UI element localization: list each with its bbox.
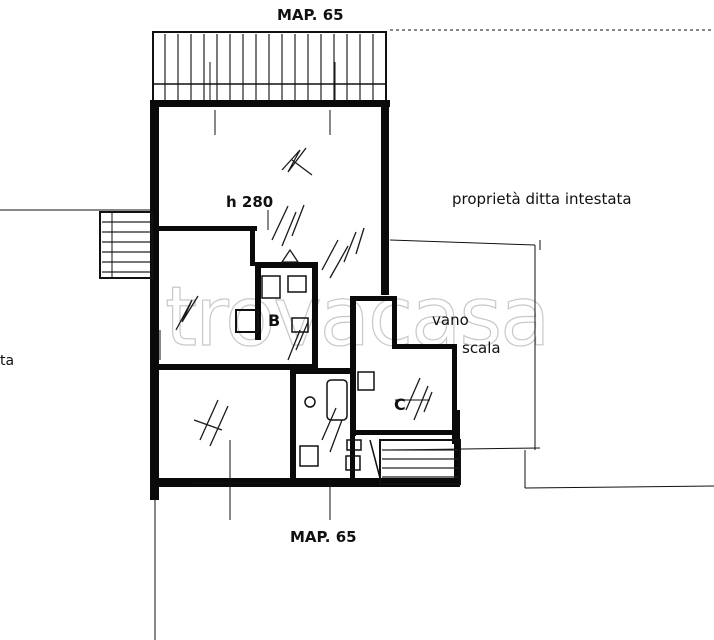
watermark: trovacasa xyxy=(165,270,548,365)
ceiling-height-label: h 280 xyxy=(226,193,273,211)
room-b-label: B xyxy=(268,311,280,330)
stair-label-line1: vano xyxy=(432,311,469,329)
bottom-right-balcony xyxy=(379,439,461,485)
plan-ticks xyxy=(159,62,541,520)
left-balcony xyxy=(99,211,153,279)
map-label-top: MAP. 65 xyxy=(277,6,344,24)
left-edge-label-fragment: ta xyxy=(0,353,14,369)
map-label-bottom: MAP. 65 xyxy=(290,528,357,546)
sketch-marks xyxy=(175,147,433,453)
top-balcony xyxy=(152,31,387,103)
owner-property-label: proprietà ditta intestata xyxy=(452,190,632,208)
outer-walls xyxy=(150,100,460,500)
room-c-label: C xyxy=(394,395,406,414)
bathroom-fixtures xyxy=(235,275,375,471)
stair-label-line2: scala xyxy=(462,339,501,357)
